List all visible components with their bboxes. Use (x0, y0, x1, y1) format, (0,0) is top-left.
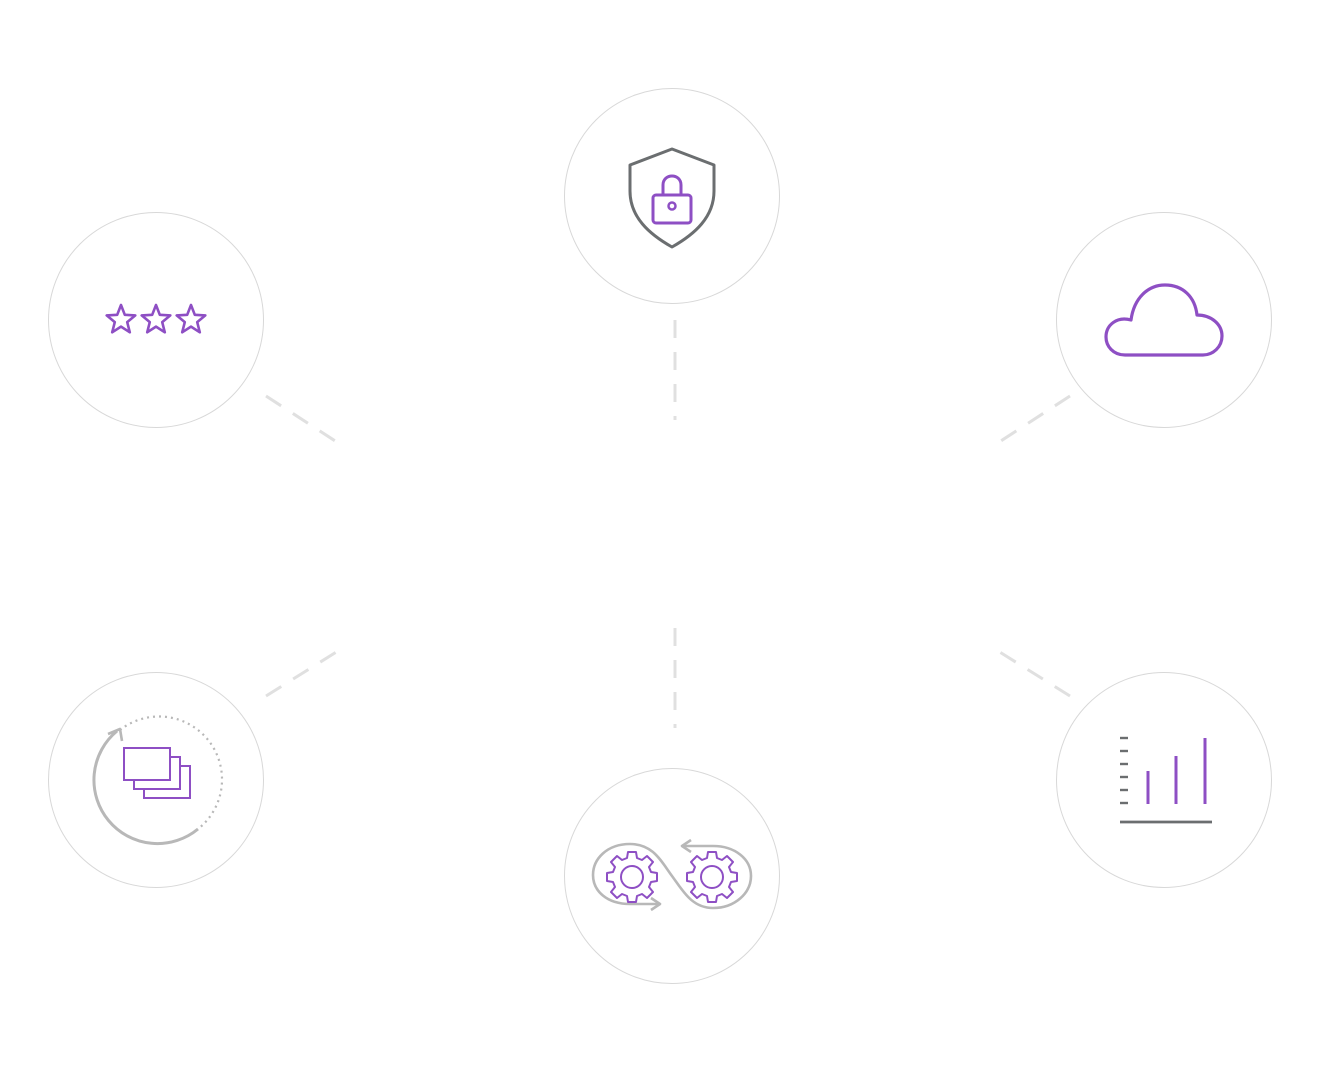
node-cloud (1056, 212, 1272, 428)
gears-exchange-icon (591, 838, 753, 912)
connector-top-left (265, 394, 347, 450)
connector-bottom-right (989, 644, 1071, 698)
connector-top-right (989, 394, 1071, 450)
cloud-icon (1104, 283, 1224, 357)
node-gears (564, 768, 780, 984)
stacked-cards-cycle-icon (92, 715, 224, 846)
node-cycle (48, 672, 264, 888)
shield-lock-icon (628, 147, 716, 249)
node-rating (48, 212, 264, 428)
connector-bottom-left (265, 644, 347, 698)
bar-chart-icon (1120, 736, 1212, 824)
node-metrics (1056, 672, 1272, 888)
node-security (564, 88, 780, 304)
three-stars-icon (105, 303, 207, 334)
